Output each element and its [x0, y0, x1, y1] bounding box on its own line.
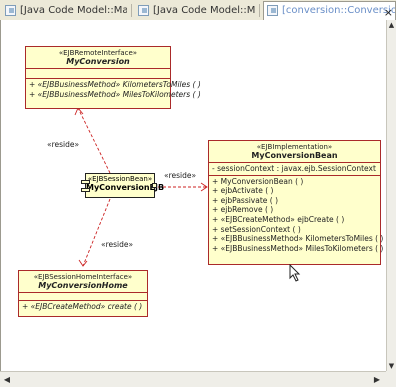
- reside-link-remote[interactable]: [77, 107, 111, 174]
- class-header: «EJBImplementation» MyConversionBean: [209, 141, 380, 163]
- tab-conversion[interactable]: [conversion::Conversion ×: [263, 1, 396, 20]
- tab-java-code-model-2[interactable]: [Java Code Model::Main]: [135, 2, 255, 19]
- class-name: MyConversion: [66, 57, 130, 66]
- scroll-right-icon[interactable]: ▶: [373, 375, 381, 384]
- stereotype-label: «EJBRemoteInterface»: [58, 49, 138, 57]
- attributes-compartment: [19, 293, 147, 301]
- operation-row: + MyConversionBean ( ): [212, 176, 304, 186]
- tab-separator: [259, 4, 260, 17]
- stereotype-label: «EJBSessionHomeInterface»: [33, 273, 133, 281]
- diagram-icon: [267, 5, 278, 16]
- operation-row: + «EJBBusinessMethod» KilometersToMiles …: [29, 80, 201, 89]
- attributes-compartment: - sessionContext : javax.ejb.SessionCont…: [209, 163, 380, 176]
- tab-label: [Java Code Model::Main]: [20, 5, 127, 16]
- operations-compartment: + «EJBBusinessMethod» KilometersToMiles …: [26, 79, 201, 100]
- class-my-conversion[interactable]: «EJBRemoteInterface» MyConversion + «EJB…: [25, 46, 201, 109]
- class-name: MyConversionBean: [251, 151, 338, 160]
- class-my-conversion-bean[interactable]: «EJBImplementation» MyConversionBean - s…: [208, 140, 384, 265]
- arrowhead-impl: [200, 182, 208, 192]
- attributes-compartment: [26, 69, 170, 79]
- reside-label-remote: «reside»: [47, 140, 80, 149]
- class-name: MyConversionHome: [38, 281, 128, 290]
- tab-label: [conversion::Conversion: [282, 5, 396, 16]
- horizontal-scrollbar[interactable]: ◀ ▶: [0, 371, 386, 387]
- stereotype-label: «EJBSessionBean»: [87, 175, 153, 183]
- operation-row: + ejbRemove ( ): [212, 205, 274, 215]
- operation-row: + ejbPassivate ( ): [212, 195, 279, 205]
- tab-java-code-model-1[interactable]: [Java Code Model::Main]: [2, 2, 127, 19]
- component-my-conversion-ejb[interactable]: «EJBSessionBean» MyConversionEJB: [81, 173, 165, 198]
- component-port: [81, 180, 90, 184]
- scroll-down-icon[interactable]: ▼: [388, 362, 395, 370]
- component-port: [152, 183, 157, 188]
- operations-compartment: + «EJBCreateMethod» create ( ): [19, 301, 147, 313]
- arrowhead-remote: [74, 107, 84, 116]
- vertical-scrollbar[interactable]: ▲ ▼: [386, 20, 396, 371]
- operation-row: + «EJBCreateMethod» ejbCreate ( ): [212, 214, 345, 224]
- component-port: [81, 188, 90, 192]
- operations-compartment: + MyConversionBean ( ) + ejbActivate ( )…: [209, 176, 384, 255]
- reside-label-impl: «reside»: [164, 171, 197, 180]
- mouse-cursor-icon: [289, 264, 301, 282]
- diagram-icon: [5, 5, 16, 16]
- scroll-up-icon[interactable]: ▲: [388, 21, 395, 29]
- operation-row: + «EJBBusinessMethod» KilometersToMiles …: [212, 234, 384, 244]
- reside-link-home[interactable]: [82, 198, 111, 267]
- attribute-row: - sessionContext : javax.ejb.SessionCont…: [212, 164, 376, 173]
- operation-row: + «EJBBusinessMethod» MilesToKilometers …: [212, 243, 384, 253]
- operation-row: + «EJBBusinessMethod» MilesToKilometers …: [29, 89, 201, 99]
- operation-row: + ejbActivate ( ): [212, 186, 274, 196]
- scroll-left-icon[interactable]: ◀: [3, 375, 11, 384]
- scroll-corner: [386, 371, 396, 387]
- class-my-conversion-home[interactable]: «EJBSessionHomeInterface» MyConversionHo…: [18, 270, 148, 317]
- close-icon[interactable]: ×: [383, 6, 393, 19]
- tab-separator: [131, 4, 132, 17]
- reside-label-home: «reside»: [101, 240, 134, 249]
- tab-label: [Java Code Model::Main]: [153, 5, 255, 16]
- operation-row: + setSessionContext ( ): [212, 224, 301, 234]
- class-header: «EJBRemoteInterface» MyConversion: [26, 47, 170, 69]
- editor-tab-bar: [Java Code Model::Main] [Java Code Model…: [0, 0, 396, 21]
- component-name: MyConversionEJB: [86, 183, 165, 192]
- diagram-icon: [138, 5, 149, 16]
- stereotype-label: «EJBImplementation»: [256, 143, 333, 151]
- class-header: «EJBSessionHomeInterface» MyConversionHo…: [19, 271, 147, 293]
- operation-row: + «EJBCreateMethod» create ( ): [22, 302, 143, 311]
- arrowhead-home: [78, 259, 88, 267]
